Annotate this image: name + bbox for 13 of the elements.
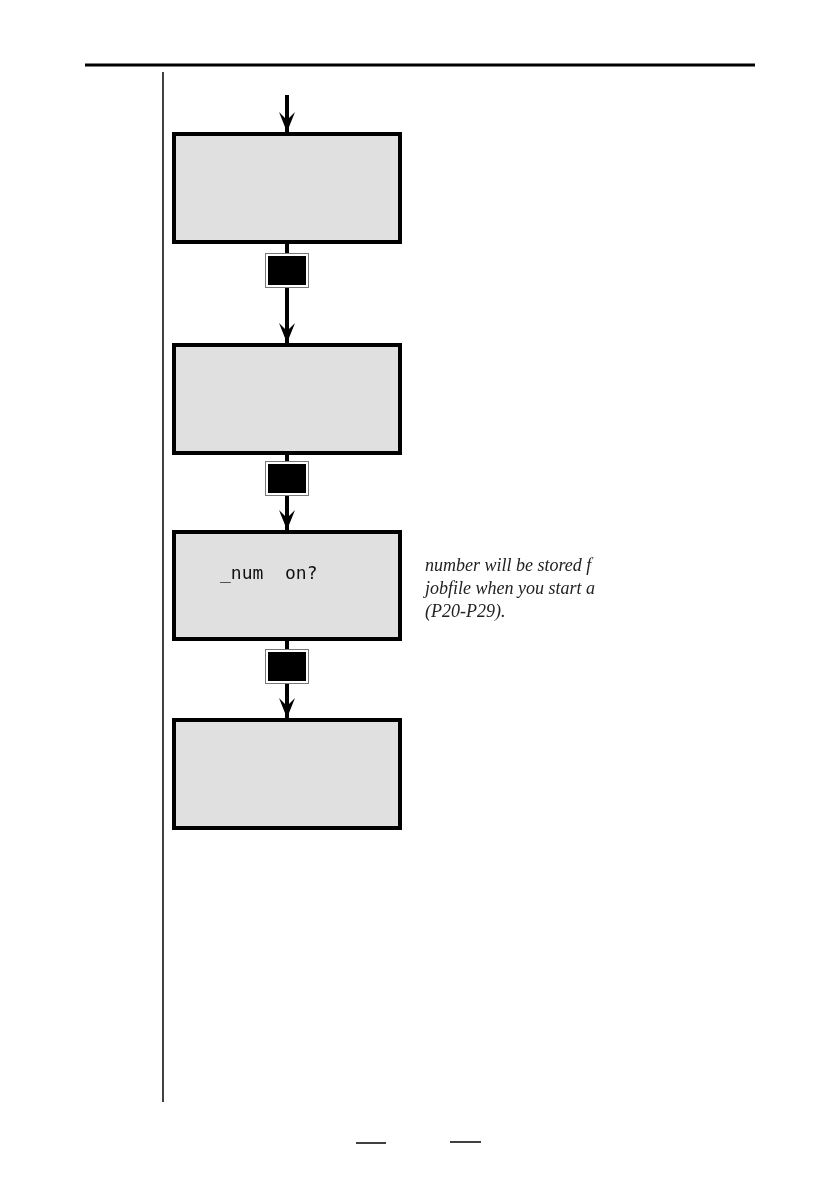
display-screen bbox=[172, 718, 402, 830]
screen-text: _num on? bbox=[220, 562, 318, 583]
arrow bbox=[279, 683, 295, 718]
display-screen bbox=[172, 343, 402, 455]
key-button bbox=[266, 462, 308, 495]
arrow bbox=[279, 95, 295, 132]
arrow bbox=[279, 287, 295, 343]
arrow bbox=[279, 495, 295, 530]
key-button bbox=[266, 254, 308, 287]
display-screen bbox=[172, 132, 402, 244]
display-screen bbox=[172, 530, 402, 641]
note-text: number will be stored f jobfile when you start a (P20-P29). bbox=[425, 554, 596, 623]
key-button bbox=[266, 650, 308, 683]
